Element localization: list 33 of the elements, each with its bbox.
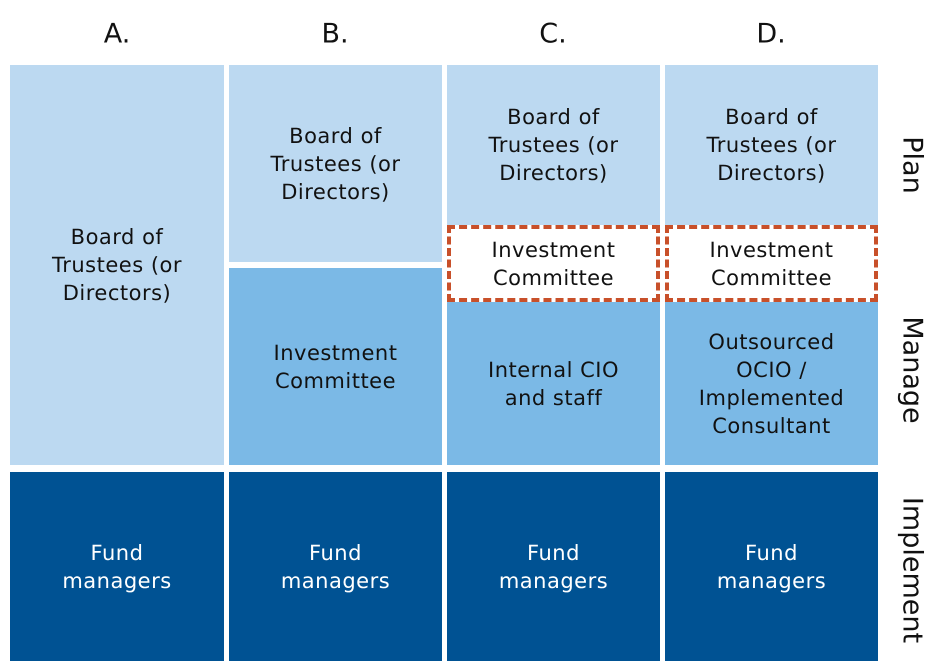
plan-block [10,65,224,465]
block-label: Fund managers [280,540,392,594]
plan-block [665,65,878,225]
column-heading: B. [321,18,349,50]
block-label: Board of Trustees (or Directors) [706,104,838,187]
block-label: Investment Committee [708,236,834,292]
block-label: Investment Committee [490,236,616,292]
row-heading: Implement [896,496,928,644]
implement-block [665,472,878,661]
block-label: Fund managers [498,540,610,594]
row-heading: Manage [896,316,928,424]
row-heading: Plan [896,136,928,194]
implement-block [229,472,442,661]
plan-block [447,65,660,225]
column-heading: C. [539,18,567,50]
committee-box [447,225,660,302]
implement-block [447,472,660,661]
committee-box [665,225,878,302]
manage-block [665,302,878,465]
block-label: Fund managers [61,540,173,594]
implement-block [10,472,224,661]
block-label: Internal CIO and staff [487,356,620,412]
column-heading: A. [104,18,130,50]
block-label: Board of Trustees (or Directors) [51,224,183,307]
manage-block [447,302,660,465]
block-label: Board of Trustees (or Directors) [270,122,402,206]
column-heading: D. [756,18,786,50]
block-label: Investment Committee [272,340,398,394]
block-label: Fund managers [716,540,828,594]
manage-block [229,268,442,465]
block-label: Board of Trustees (or Directors) [488,104,620,187]
plan-block [229,65,442,262]
block-label: Outsourced OCIO / Implemented Consultant [698,328,846,440]
